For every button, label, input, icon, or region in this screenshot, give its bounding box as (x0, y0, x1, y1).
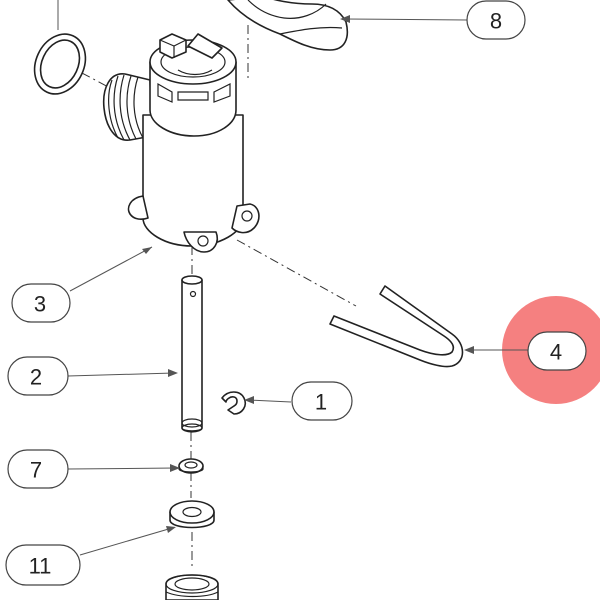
lever-handle-part (227, 0, 349, 51)
callout-7[interactable]: 7 (7, 449, 69, 489)
pin-part (181, 275, 203, 433)
u-pin-part (329, 285, 464, 368)
callout-2[interactable]: 2 (7, 356, 69, 396)
o-ring-part (33, 0, 87, 95)
callout-7-label: 7 (30, 458, 42, 483)
callout-1[interactable]: 1 (291, 381, 353, 421)
callout-4[interactable]: 4 (527, 331, 587, 371)
spring-part (165, 574, 219, 600)
callout-11[interactable]: 11 (5, 544, 81, 586)
callout-3-label: 3 (34, 292, 46, 317)
small-washer-part (178, 458, 204, 474)
large-washer-part (169, 500, 215, 529)
callout-11-label: 11 (29, 554, 52, 579)
callout-8-label: 8 (490, 9, 502, 34)
callout-3[interactable]: 3 (11, 283, 71, 323)
callout-1-label: 1 (315, 390, 327, 415)
callout-8[interactable]: 8 (466, 0, 526, 40)
leader-lines (67, 15, 530, 556)
callout-2-label: 2 (30, 365, 42, 390)
threaded-port (102, 73, 153, 141)
e-clip-part (221, 391, 247, 415)
valve-body-part (102, 33, 260, 253)
callout-4-label: 4 (550, 340, 562, 365)
